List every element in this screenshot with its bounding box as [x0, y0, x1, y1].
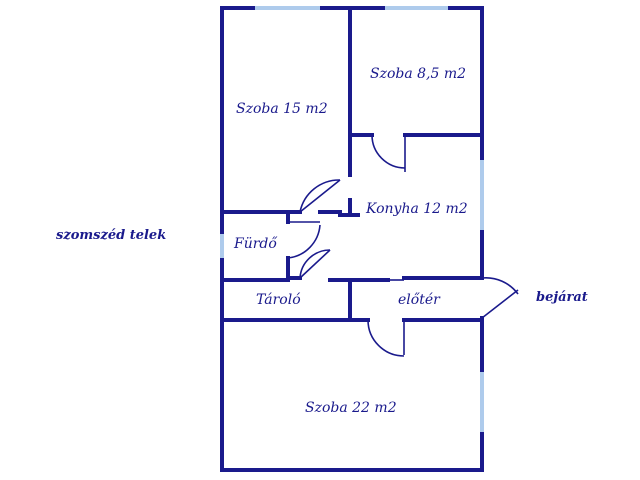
interior-walls	[220, 6, 484, 322]
label-szoba-8-5: Szoba 8,5 m2	[370, 66, 466, 82]
label-entrance: bejárat	[536, 290, 588, 305]
door-tarolo	[299, 249, 331, 279]
doors	[287, 134, 519, 357]
door-szoba-22	[367, 319, 405, 357]
windows	[220, 6, 484, 432]
label-neighbor-plot: szomszéd telek	[56, 228, 166, 243]
label-konyha: Konyha 12 m2	[365, 201, 468, 217]
label-szoba-22: Szoba 22 m2	[305, 400, 397, 416]
room-labels: Szoba 15 m2 Szoba 8,5 m2 Konyha 12 m2 Fü…	[233, 66, 468, 416]
label-tarolo: Tároló	[256, 292, 301, 308]
door-szoba-8-5	[371, 134, 406, 172]
label-eloter: előtér	[398, 292, 441, 308]
label-furdo: Fürdő	[233, 236, 278, 252]
door-furdo	[287, 221, 321, 259]
door-entrance	[481, 277, 519, 319]
outside-labels: szomszéd telek bejárat	[56, 228, 588, 305]
label-szoba-15: Szoba 15 m2	[236, 101, 328, 117]
door-szoba-15	[299, 179, 341, 213]
